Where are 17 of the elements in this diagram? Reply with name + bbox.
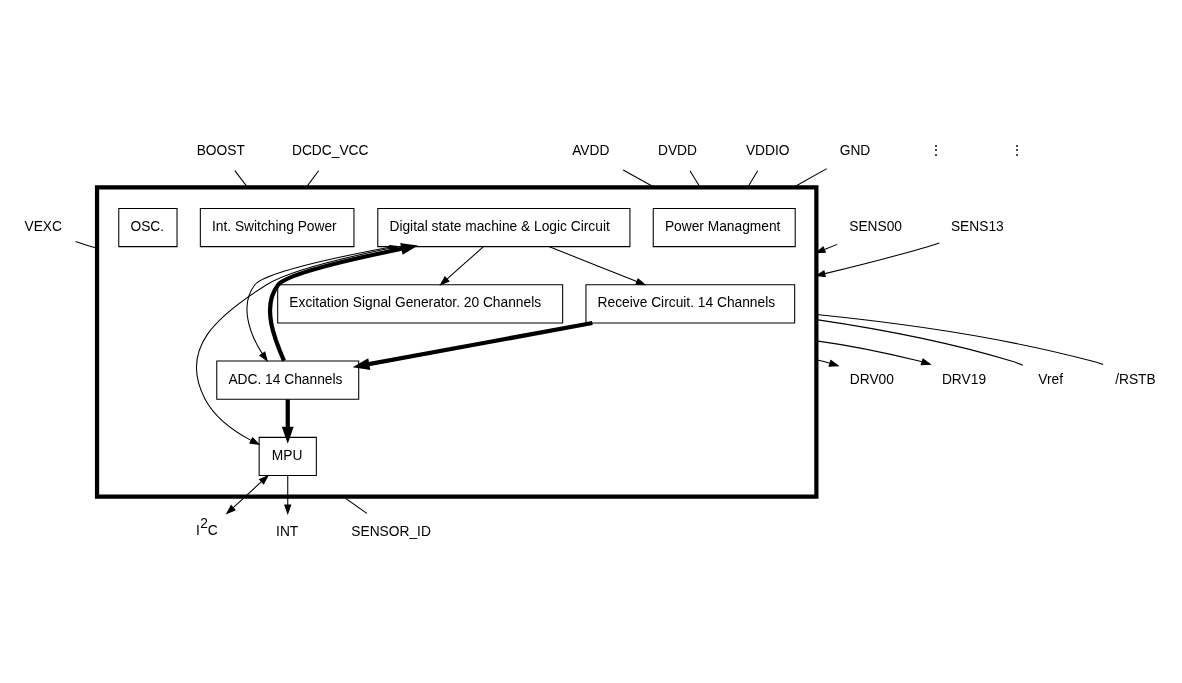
node-text: AVDD	[572, 142, 610, 158]
node-text: SENSOR_ID	[351, 523, 431, 539]
node-text: SENS13	[950, 218, 1004, 234]
node-text: DVDD	[658, 142, 698, 158]
node-text: VEXC	[24, 218, 62, 234]
node-text: DRV00	[849, 371, 894, 387]
node-text: DRV19	[941, 371, 987, 387]
label: ⋮	[929, 142, 944, 158]
node-text: GND	[839, 142, 871, 158]
node-text: /RSTB	[1115, 371, 1156, 387]
node-text: VDDIO	[745, 142, 790, 158]
node-text: SENS00	[849, 218, 903, 234]
node-text: INT	[276, 523, 299, 539]
node-text: BOOST	[196, 142, 245, 158]
node-text: DCDC_VCC	[291, 142, 369, 158]
label: ⋮	[1009, 142, 1024, 158]
node-text: Vref	[1038, 371, 1064, 387]
